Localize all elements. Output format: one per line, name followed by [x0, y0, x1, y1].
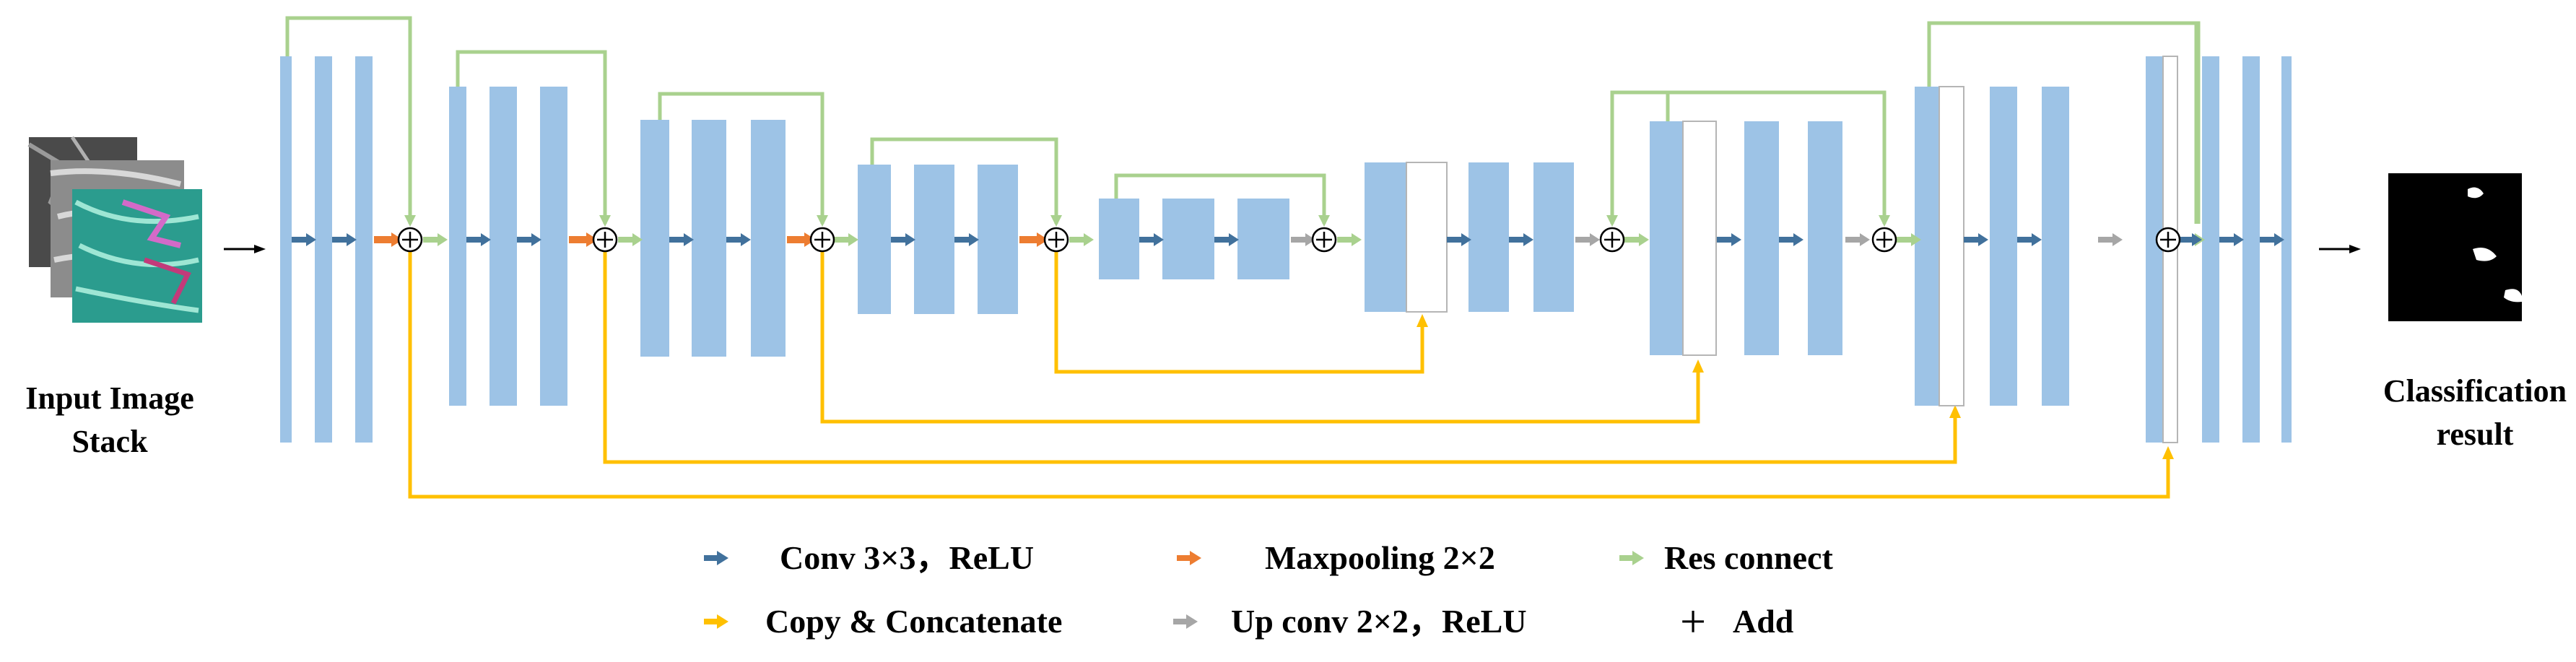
encoder-block-2 — [449, 87, 567, 406]
classification-result-image — [2388, 173, 2522, 321]
legend-upconv: Up conv 2×2，ReLU — [1173, 603, 1527, 640]
add-node-4 — [1043, 227, 1069, 253]
add-node-7 — [1871, 227, 1897, 253]
bottleneck-block — [1099, 199, 1289, 279]
legend-add-label: Add — [1733, 603, 1794, 640]
legend-conv: Conv 3×3，ReLU — [704, 539, 1034, 576]
legend-res-label: Res connect — [1664, 539, 1833, 576]
legend-upconv-label: Up conv 2×2，ReLU — [1231, 603, 1527, 640]
decoder-block-3 — [1915, 86, 2069, 406]
add-node-6 — [1599, 227, 1625, 253]
legend-add-icon: + — [1680, 596, 1706, 647]
legend-res: Res connect — [1619, 539, 1833, 576]
decoder-block-4 — [2146, 56, 2292, 443]
legend-conv-label: Conv 3×3，ReLU — [780, 539, 1034, 576]
add-node-3 — [809, 227, 835, 253]
copy-connections — [408, 249, 2170, 499]
legend-maxpool-label: Maxpooling 2×2 — [1265, 539, 1495, 576]
legend-copy-label: Copy & Concatenate — [765, 603, 1062, 640]
input-label-line1: Input Image — [25, 380, 194, 416]
add-node-2 — [592, 227, 618, 253]
res-connections — [285, 16, 2198, 224]
add-node-5 — [1311, 227, 1337, 253]
encoder-block-4 — [858, 165, 1018, 314]
input-image-stack — [27, 136, 202, 323]
legend: Conv 3×3，ReLU Maxpooling 2×2 Res connect… — [704, 539, 1833, 647]
output-label-line2: result — [2437, 417, 2514, 452]
decoder-block-1 — [1365, 162, 1574, 313]
legend-maxpool: Maxpooling 2×2 — [1177, 539, 1495, 576]
output-label-line1: Classification — [2383, 373, 2567, 409]
encoder-block-3 — [640, 120, 786, 357]
decoder-block-2 — [1650, 121, 1842, 356]
legend-copy: Copy & Concatenate — [704, 603, 1062, 640]
add-node-1 — [397, 227, 423, 253]
encoder-block-1 — [280, 56, 373, 443]
input-label-line2: Stack — [71, 424, 148, 459]
add-nodes — [397, 227, 2181, 253]
add-node-8 — [2155, 227, 2181, 253]
legend-add: + Add — [1680, 596, 1794, 647]
